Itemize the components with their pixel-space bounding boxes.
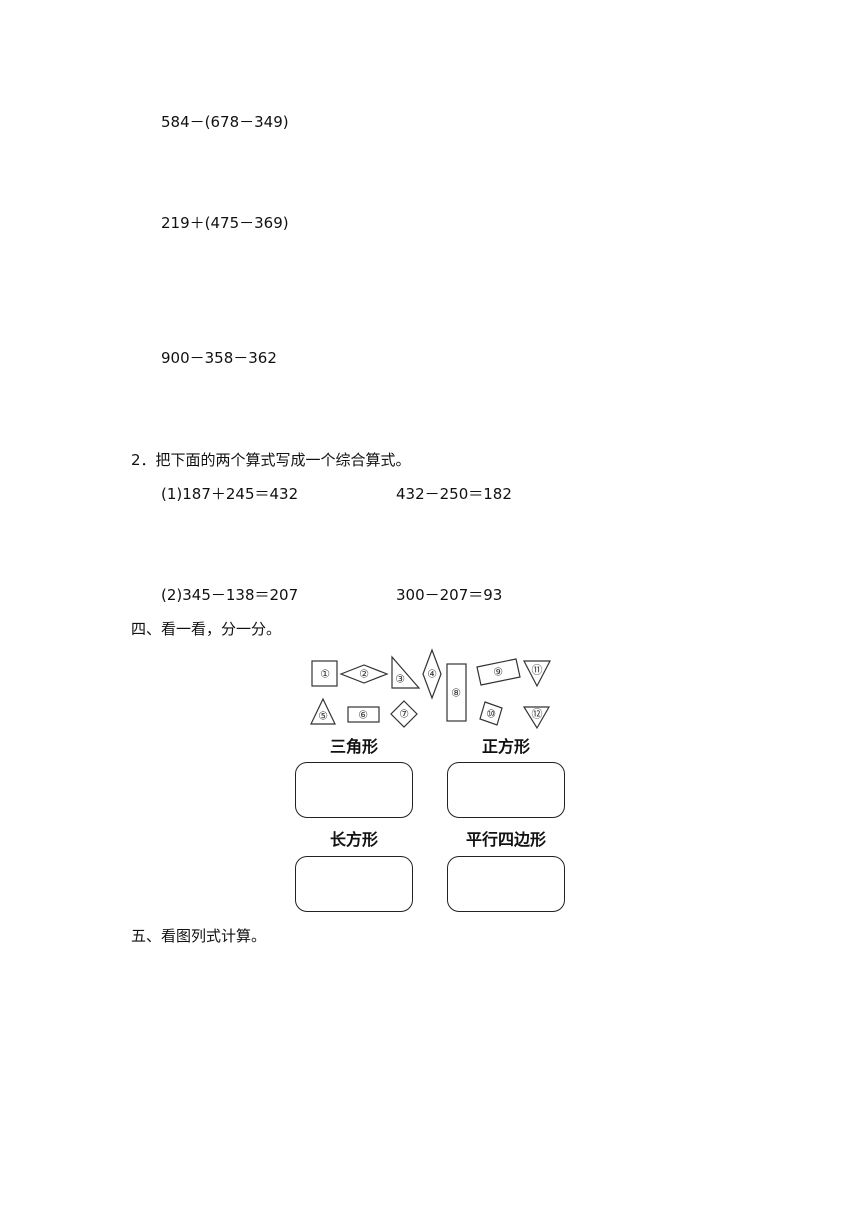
- expression-3: 900－358－362: [161, 349, 277, 367]
- shape-8-rectangle: [446, 663, 467, 722]
- q2-row1-right: 432－250＝182: [396, 485, 512, 503]
- shape-number-6: ⑥: [358, 709, 368, 722]
- q2-row1-left: (1)187＋245＝432: [161, 485, 299, 503]
- shape-3-triangle: [391, 655, 421, 689]
- expression-2: 219＋(475－369): [161, 214, 289, 232]
- expression-1: 584－(678－349): [161, 113, 289, 131]
- category-label-parallelogram: 平行四边形: [465, 830, 546, 849]
- shape-5-triangle: [310, 697, 336, 725]
- shape-number-9: ⑨: [493, 666, 503, 679]
- shape-6-rectangle: [347, 706, 380, 723]
- shapes-figure: ① ② ③ ④ ⑤ ⑥ ⑦ ⑧ ⑨ ⑩ ⑪ ⑫: [310, 648, 551, 730]
- category-label-rectangle: 长方形: [329, 830, 378, 849]
- shape-1-square: [311, 660, 338, 687]
- shape-number-10: ⑩: [486, 708, 496, 721]
- category-label-square: 正方形: [481, 737, 530, 756]
- shape-10-square: [479, 701, 503, 726]
- shape-number-2: ②: [359, 668, 369, 681]
- q2-row2-left: (2)345－138＝207: [161, 586, 299, 604]
- shape-number-11: ⑪: [532, 664, 543, 677]
- shape-12-triangle: [522, 706, 551, 730]
- shape-number-5: ⑤: [318, 710, 328, 723]
- shape-number-3: ③: [395, 673, 405, 686]
- answer-box-rectangle[interactable]: [295, 856, 413, 912]
- answer-box-square[interactable]: [447, 762, 565, 818]
- shape-9-rectangle: [476, 658, 521, 686]
- shape-7-square: [390, 700, 418, 728]
- q2-row2-right: 300－207＝93: [396, 586, 503, 604]
- answer-box-triangle[interactable]: [295, 762, 413, 818]
- shape-number-4: ④: [427, 668, 437, 681]
- answer-box-parallelogram[interactable]: [447, 856, 565, 912]
- section-5-title: 五、看图列式计算。: [131, 927, 267, 945]
- shape-4-rhombus: [422, 648, 442, 700]
- shape-2-rhombus: [339, 664, 389, 684]
- category-label-triangle: 三角形: [329, 737, 378, 756]
- shape-number-12: ⑫: [532, 708, 543, 721]
- section-4-title: 四、看一看，分一分。: [131, 620, 282, 638]
- shape-number-8: ⑧: [451, 687, 461, 700]
- shape-number-1: ①: [320, 668, 330, 681]
- shape-number-7: ⑦: [399, 708, 409, 721]
- question-2-title: 2．把下面的两个算式写成一个综合算式。: [131, 451, 411, 469]
- shape-11-triangle: [523, 660, 551, 688]
